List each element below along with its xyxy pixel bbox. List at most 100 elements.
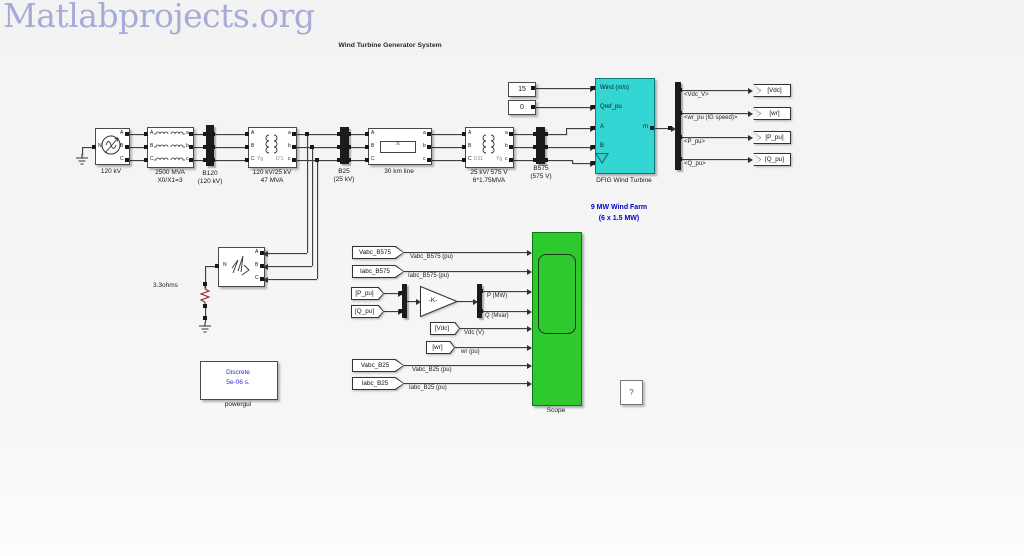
from-vabc-b25-tag[interactable]: Vabc_B25 bbox=[352, 359, 404, 372]
port-pad bbox=[533, 132, 537, 136]
wire bbox=[128, 160, 147, 161]
wire-label-vabc-b25: Vabc_B25 (pu) bbox=[412, 367, 452, 373]
port-pad bbox=[125, 145, 129, 149]
arrowhead-icon bbox=[527, 362, 532, 369]
from-vdc-tag[interactable]: [Vdc] bbox=[430, 322, 460, 335]
from-wr-tag[interactable]: [wr] bbox=[426, 341, 455, 354]
port-pad bbox=[479, 309, 483, 313]
wire bbox=[82, 147, 95, 148]
from-qpu-tag[interactable]: [Q_pu] bbox=[351, 305, 384, 318]
arrowhead-icon bbox=[748, 156, 753, 163]
port-pad bbox=[347, 145, 351, 149]
signal-label-ppu: <P_pu> bbox=[684, 139, 706, 145]
port-pad bbox=[211, 158, 215, 162]
bus-b25[interactable] bbox=[340, 127, 349, 164]
from-ppu-tag[interactable]: [P_pu] bbox=[351, 287, 384, 300]
port-pad bbox=[211, 132, 215, 136]
t1-port-B: B bbox=[150, 143, 154, 149]
annotation-line2: (6 x 1.5 MW) bbox=[598, 215, 640, 223]
port-pad bbox=[544, 145, 548, 149]
wire bbox=[407, 301, 416, 302]
mux[interactable] bbox=[402, 284, 407, 318]
l30-port-B: B bbox=[371, 143, 375, 149]
arrowhead-icon bbox=[748, 87, 753, 94]
wire bbox=[681, 137, 748, 138]
signal-label-vdc: <Vdc_V> bbox=[684, 92, 709, 98]
from-iabc-b575-tag[interactable]: Iabc_B575 bbox=[352, 265, 404, 278]
port-pad bbox=[203, 145, 207, 149]
t3-winding-left: D11 bbox=[474, 156, 483, 162]
wire bbox=[566, 128, 590, 129]
from-iabc-b25-tag[interactable]: Iabc_B25 bbox=[352, 377, 404, 390]
scope-label: Scope bbox=[546, 407, 566, 414]
bus-selector[interactable] bbox=[675, 82, 681, 170]
arrowhead-icon bbox=[527, 380, 532, 387]
port-pad bbox=[315, 158, 319, 162]
constant-wind-block[interactable]: 15 bbox=[508, 82, 536, 97]
port-pad bbox=[678, 88, 682, 92]
gain-label: -K- bbox=[428, 297, 438, 304]
wire bbox=[317, 160, 318, 279]
t2-port-a: a bbox=[288, 130, 291, 136]
powergui-block[interactable] bbox=[200, 361, 278, 400]
wire bbox=[545, 160, 573, 161]
port-pad bbox=[203, 132, 207, 136]
l30-port-C: C bbox=[371, 156, 375, 162]
goto-ppu-tag[interactable]: [P_pu] bbox=[753, 131, 791, 144]
wire bbox=[681, 113, 748, 114]
watermark-text: Matlabprojects.org bbox=[3, 0, 315, 35]
transformer3-label: 25 kV/ 575 V 6*1.75MVA bbox=[470, 169, 508, 185]
from-vabc-b575-tag[interactable]: Vabc_B575 bbox=[352, 246, 404, 259]
t1-port-c: c bbox=[186, 156, 189, 162]
annotation-arrow-inner-icon bbox=[597, 154, 607, 162]
goto-wr-tag[interactable]: [wr] bbox=[753, 107, 791, 120]
wire bbox=[82, 147, 83, 155]
transformer-47mva-block[interactable] bbox=[248, 127, 297, 168]
port-pad bbox=[347, 158, 351, 162]
port-pad bbox=[215, 264, 219, 268]
wire bbox=[348, 160, 368, 161]
wire bbox=[205, 266, 206, 288]
demux[interactable] bbox=[477, 284, 482, 318]
port-pad bbox=[462, 158, 466, 162]
wire bbox=[681, 159, 748, 160]
port-pad bbox=[365, 132, 369, 136]
arrowhead-icon bbox=[527, 325, 532, 332]
port-pad bbox=[189, 158, 193, 162]
sine-source-icon bbox=[101, 135, 121, 155]
port-pad bbox=[509, 145, 513, 149]
t3-port-a: a bbox=[505, 130, 508, 136]
signal-label-qpu: <Q_pu> bbox=[684, 161, 706, 167]
port-pad bbox=[203, 282, 207, 286]
arrowhead-icon bbox=[748, 110, 753, 117]
constant-qref-block[interactable]: 0 bbox=[508, 100, 536, 115]
port-pad bbox=[260, 251, 264, 255]
wire bbox=[384, 311, 398, 312]
port-pad bbox=[678, 135, 682, 139]
wire bbox=[205, 306, 206, 322]
wire bbox=[653, 128, 671, 129]
port-pad bbox=[591, 105, 595, 109]
port-pad bbox=[650, 126, 654, 130]
bus-b120[interactable] bbox=[206, 125, 214, 166]
powergui-text: Discrete 5e-06 s. bbox=[226, 369, 250, 386]
dfig-label: DFIG Wind Turbine bbox=[596, 177, 652, 184]
arrowhead-icon bbox=[473, 298, 478, 305]
t3-port-A: A bbox=[468, 130, 472, 136]
port-pad bbox=[189, 145, 193, 149]
port-pad bbox=[591, 126, 595, 130]
wire bbox=[214, 147, 248, 148]
goto-vdc-tag[interactable]: [Vdc] bbox=[753, 84, 791, 97]
port-pad bbox=[245, 158, 249, 162]
t3-winding-right: Yg bbox=[496, 156, 503, 162]
port-pad bbox=[591, 86, 595, 90]
help-block[interactable]: ? bbox=[620, 380, 643, 405]
port-pad bbox=[678, 111, 682, 115]
t2-port-c: c bbox=[288, 156, 291, 162]
goto-qpu-tag[interactable]: [Q_pu] bbox=[753, 153, 791, 166]
wire-label-q-mvar: Q (Mvar) bbox=[485, 313, 509, 319]
port-pad bbox=[125, 132, 129, 136]
bus-b575[interactable] bbox=[536, 127, 545, 164]
port-pad bbox=[365, 158, 369, 162]
